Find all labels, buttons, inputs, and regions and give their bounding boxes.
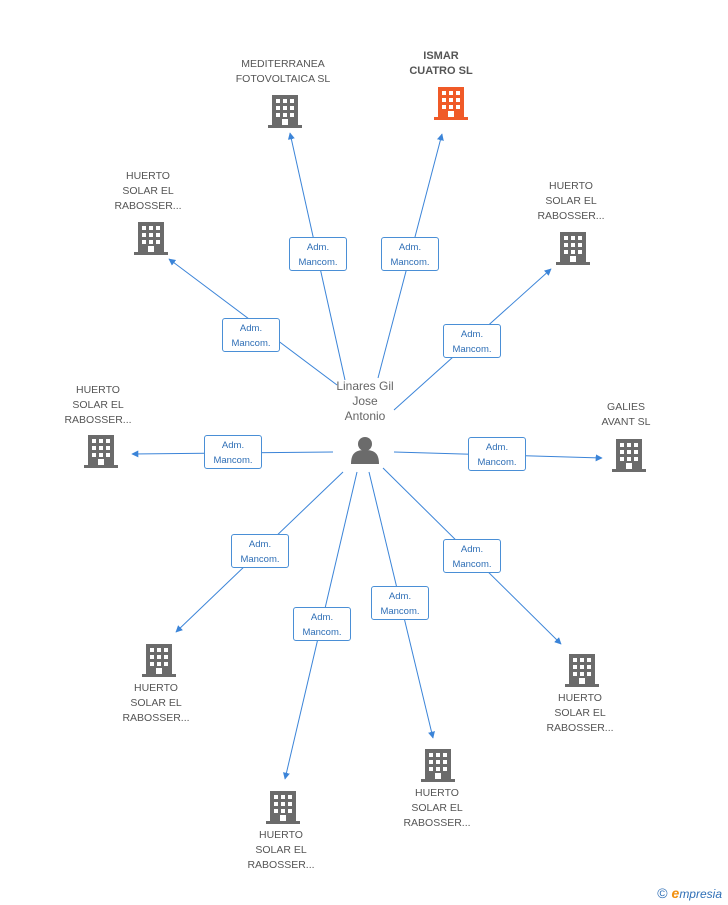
company-label-huerto-s2[interactable]: HUERTO SOLAR EL RABOSSER... xyxy=(403,786,471,829)
company-label-huerto-s1[interactable]: HUERTO SOLAR EL RABOSSER... xyxy=(247,828,315,871)
building-icon-mediterranea[interactable] xyxy=(268,95,302,128)
relation-label-huerto-ne: Adm. Mancom. xyxy=(443,324,501,358)
building-icon-ismar[interactable] xyxy=(434,87,468,120)
company-label-huerto-se[interactable]: HUERTO SOLAR EL RABOSSER... xyxy=(546,691,614,734)
company-label-huerto-sw[interactable]: HUERTO SOLAR EL RABOSSER... xyxy=(122,681,190,724)
person-icon[interactable] xyxy=(351,437,379,464)
company-label-mediterranea[interactable]: MEDITERRANEA FOTOVOLTAICA SL xyxy=(235,58,331,85)
company-label-huerto-ne[interactable]: HUERTO SOLAR EL RABOSSER... xyxy=(537,179,605,222)
relation-label-ismar: Adm. Mancom. xyxy=(381,237,439,271)
copyright-symbol: © xyxy=(657,885,668,901)
company-label-ismar[interactable]: ISMAR CUATRO SL xyxy=(409,50,473,77)
relation-label-huerto-s1: Adm. Mancom. xyxy=(293,607,351,641)
relation-label-mediterranea: Adm. Mancom. xyxy=(289,237,347,271)
building-icon-huerto-w[interactable] xyxy=(84,435,118,468)
relation-label-galies: Adm. Mancom. xyxy=(468,437,526,471)
company-label-huerto-w[interactable]: HUERTO SOLAR EL RABOSSER... xyxy=(64,383,132,426)
relation-label-huerto-se: Adm. Mancom. xyxy=(443,539,501,573)
building-icon-huerto-sw[interactable] xyxy=(142,644,176,677)
building-icon-huerto-s1[interactable] xyxy=(266,791,300,824)
brand-name: mpresia xyxy=(679,887,722,901)
brand-initial: e xyxy=(671,885,680,901)
building-icon-huerto-s2[interactable] xyxy=(421,749,455,782)
relation-label-huerto-w: Adm. Mancom. xyxy=(204,435,262,469)
relation-label-huerto-sw: Adm. Mancom. xyxy=(231,534,289,568)
building-icon-huerto-ne[interactable] xyxy=(556,232,590,265)
copyright-footer: ©empresia xyxy=(657,885,722,901)
building-icon-huerto-se[interactable] xyxy=(565,654,599,687)
center-person-label[interactable]: Linares Gil Jose Antonio xyxy=(336,379,394,423)
building-icon-galies[interactable] xyxy=(612,439,646,472)
company-label-galies[interactable]: GALIES AVANT SL xyxy=(601,401,651,428)
relation-label-huerto-nw: Adm. Mancom. xyxy=(222,318,280,352)
relation-label-huerto-s2: Adm. Mancom. xyxy=(371,586,429,620)
building-icon-huerto-nw[interactable] xyxy=(134,222,168,255)
company-label-huerto-nw[interactable]: HUERTO SOLAR EL RABOSSER... xyxy=(114,169,182,212)
